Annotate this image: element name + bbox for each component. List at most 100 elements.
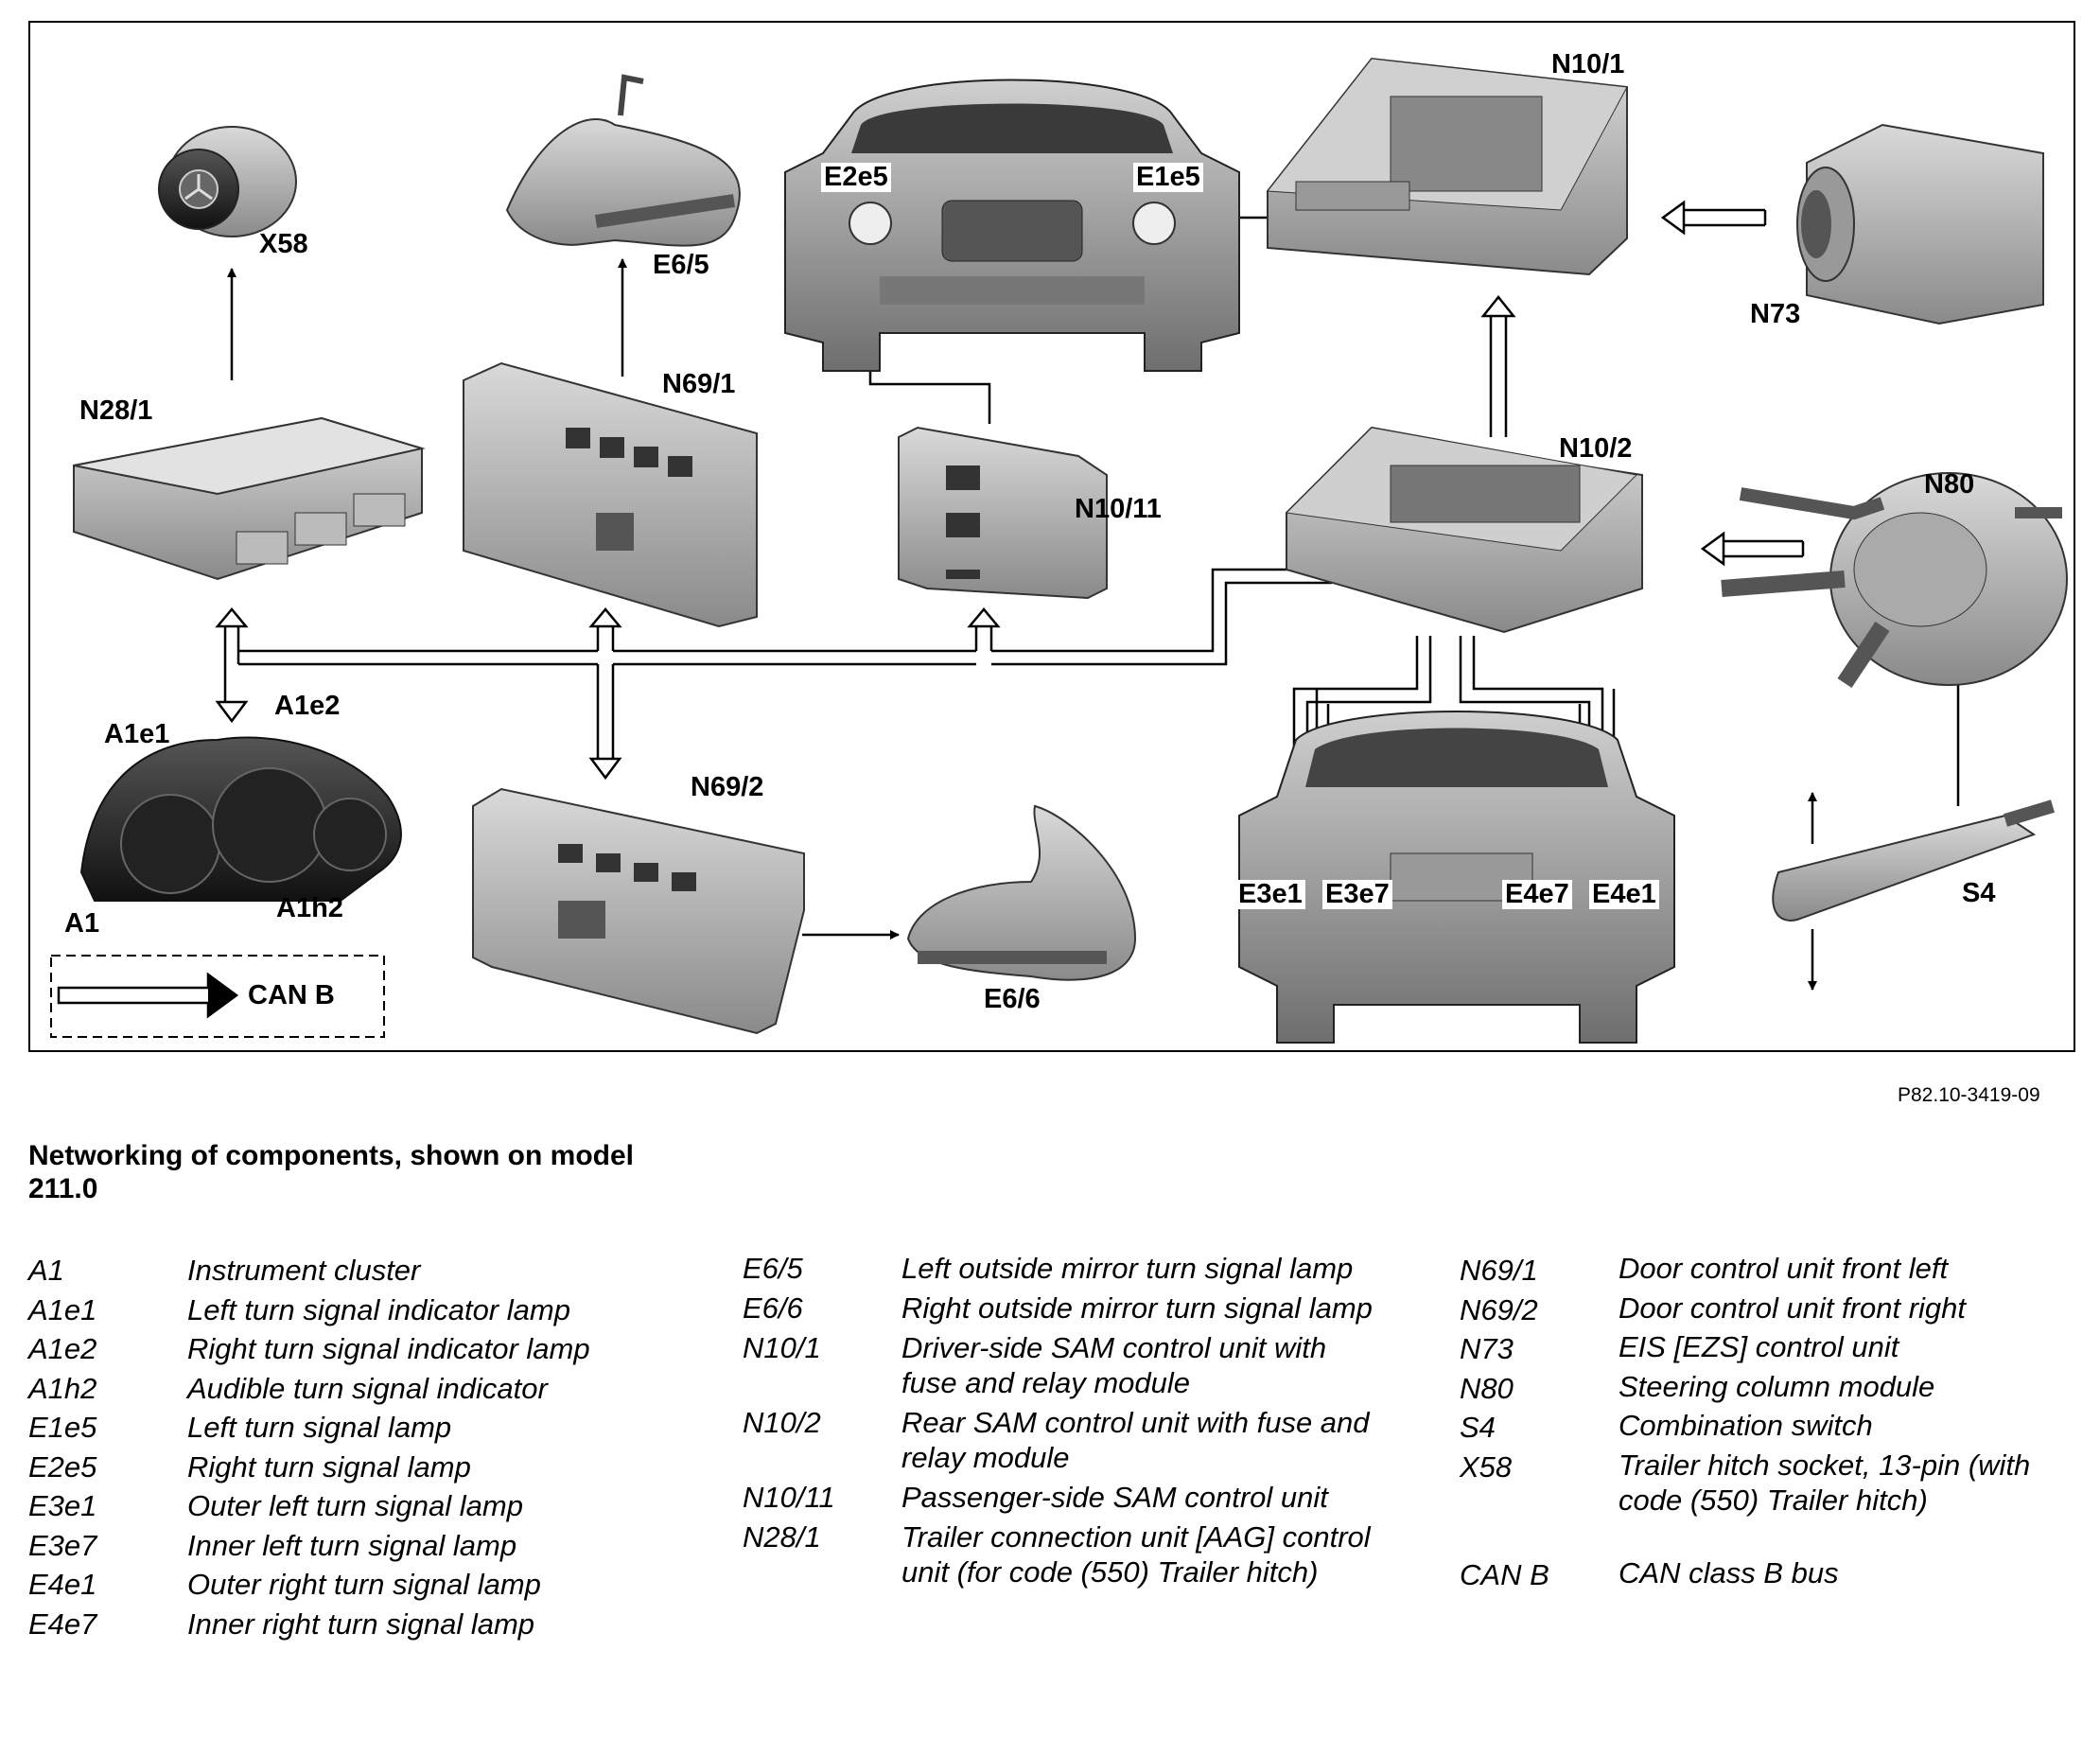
legend-code: E1e5 bbox=[28, 1411, 97, 1444]
legend-description: Right outside mirror turn signal lamp bbox=[901, 1291, 1373, 1325]
x58-trailer-socket-illustration bbox=[158, 126, 297, 237]
legend-code: N80 bbox=[1460, 1371, 1514, 1405]
legend-code: A1e1 bbox=[28, 1292, 97, 1326]
legend-row: N80 Steering column module bbox=[1460, 1369, 2084, 1409]
legend-description: Outer right turn signal lamp bbox=[187, 1568, 541, 1601]
legend-row: N28/1 Trailer connection unit [AAG] contr… bbox=[743, 1519, 1386, 1589]
legend-code: E3e7 bbox=[28, 1528, 97, 1562]
label-a1e2: A1e2 bbox=[274, 691, 341, 721]
legend-description: Instrument cluster bbox=[187, 1254, 421, 1287]
network-diagram bbox=[50, 57, 2068, 1044]
label-e3e1: E3e1 bbox=[1235, 880, 1305, 909]
label-e1e5: E1e5 bbox=[1133, 163, 1203, 192]
legend-code: CAN B bbox=[1460, 1557, 1549, 1591]
legend-code: E2e5 bbox=[28, 1449, 97, 1484]
n69-2-module-illustration bbox=[472, 787, 805, 1035]
legend-row: E3e7 Inner left turn signal lamp bbox=[28, 1526, 691, 1566]
legend-row: A1 Instrument cluster bbox=[28, 1251, 691, 1291]
legend-row: E4e1 Outer right turn signal lamp bbox=[28, 1565, 691, 1605]
legend-row: A1h2 Audible turn signal indicator bbox=[28, 1369, 691, 1409]
legend-description: Right turn signal indicator lamp bbox=[187, 1332, 590, 1365]
legend-description: Inner left turn signal lamp bbox=[187, 1528, 517, 1562]
legend-row: E2e5 Right turn signal lamp bbox=[28, 1448, 691, 1487]
e6-5-mirror-illustration bbox=[505, 74, 741, 247]
legend-description: EIS [EZS] control unit bbox=[1619, 1330, 1899, 1363]
legend-code: S4 bbox=[1460, 1411, 1496, 1444]
legend-code: N28/1 bbox=[743, 1520, 821, 1554]
legend-row: E6/6 Right outside mirror turn signal lam… bbox=[743, 1291, 1386, 1326]
legend-code: N10/1 bbox=[743, 1331, 821, 1364]
legend-description: Left turn signal lamp bbox=[187, 1411, 452, 1444]
label-s4: S4 bbox=[1962, 878, 1996, 908]
a1-cluster-illustration bbox=[79, 736, 402, 902]
label-n10-1: N10/1 bbox=[1551, 49, 1625, 79]
legend-description: Right turn signal lamp bbox=[187, 1449, 471, 1484]
label-x58: X58 bbox=[259, 229, 308, 259]
legend-row: N10/11 Passenger-side SAM control unit bbox=[743, 1480, 1386, 1515]
legend-code: X58 bbox=[1460, 1449, 1513, 1484]
label-a1: A1 bbox=[64, 908, 100, 939]
legend-row: S4 Combination switch bbox=[1460, 1408, 2084, 1448]
legend-code: A1h2 bbox=[28, 1371, 97, 1405]
legend-row: X58 Trailer hitch socket, 13-pin (with co… bbox=[1460, 1448, 2084, 1518]
legend-row: A1e2 Right turn signal indicator lamp bbox=[28, 1329, 691, 1369]
legend-description: Door control unit front right bbox=[1619, 1291, 1967, 1325]
label-a1e1: A1e1 bbox=[104, 719, 170, 749]
label-e4e7: E4e7 bbox=[1502, 880, 1572, 909]
n10-1-module-illustration bbox=[1267, 57, 1628, 276]
legend-code: E6/6 bbox=[743, 1291, 803, 1325]
label-n80: N80 bbox=[1924, 469, 1975, 500]
can-b-key bbox=[50, 955, 385, 1038]
legend-description: Outer left turn signal lamp bbox=[187, 1489, 523, 1522]
legend-row: E1e5 Left turn signal lamp bbox=[28, 1408, 691, 1448]
legend-description: Left turn signal indicator lamp bbox=[187, 1292, 570, 1326]
label-n10-11: N10/11 bbox=[1075, 494, 1162, 524]
legend-row: N10/2 Rear SAM control unit with fuse and… bbox=[743, 1405, 1386, 1475]
legend-description: Trailer connection unit [AAG] control un… bbox=[901, 1520, 1371, 1589]
legend-code: N10/11 bbox=[743, 1481, 835, 1514]
legend-description: Passenger-side SAM control unit bbox=[901, 1481, 1328, 1514]
legend-description: Door control unit front left bbox=[1619, 1252, 1949, 1285]
legend-description: Audible turn signal indicator bbox=[187, 1371, 548, 1405]
legend-description: Steering column module bbox=[1619, 1369, 1935, 1403]
legend-row-can-b: CAN B CAN class B bus bbox=[1460, 1555, 2084, 1595]
legend-description: Driver-side SAM control unit with fuse a… bbox=[901, 1331, 1327, 1399]
legend-code: E6/5 bbox=[743, 1252, 803, 1285]
legend-description: Trailer hitch socket, 13-pin (with code … bbox=[1619, 1448, 2031, 1517]
label-n10-2: N10/2 bbox=[1559, 433, 1633, 464]
label-e6-5: E6/5 bbox=[653, 250, 709, 280]
legend-description: Combination switch bbox=[1619, 1409, 1873, 1442]
legend-description: Inner right turn signal lamp bbox=[187, 1607, 535, 1641]
n28-1-module-illustration bbox=[73, 416, 426, 581]
figure-caption: Networking of components, shown on model… bbox=[28, 1140, 635, 1205]
n10-2-module-illustration bbox=[1285, 426, 1643, 634]
legend-description: CAN class B bus bbox=[1619, 1555, 1839, 1589]
legend-row: A1e1 Left turn signal indicator lamp bbox=[28, 1291, 691, 1330]
legend-code: N69/1 bbox=[1460, 1254, 1538, 1287]
legend-code: A1 bbox=[28, 1254, 64, 1287]
legend-code: N10/2 bbox=[743, 1406, 821, 1439]
legend-spacer bbox=[1460, 1518, 2084, 1555]
legend-code: A1e2 bbox=[28, 1332, 97, 1365]
legend-row: N69/1 Door control unit front left bbox=[1460, 1251, 2084, 1291]
label-e4e1: E4e1 bbox=[1589, 880, 1659, 909]
front-car-illustration bbox=[784, 79, 1240, 372]
legend-code: E4e1 bbox=[28, 1568, 97, 1601]
legend-description: Rear SAM control unit with fuse and rela… bbox=[901, 1406, 1370, 1474]
n80-steering-module-illustration bbox=[1721, 472, 2068, 688]
rear-car-illustration bbox=[1238, 711, 1675, 1044]
reference-code: P82.10-3419-09 bbox=[1898, 1084, 2040, 1106]
legend-row: N73 EIS [EZS] control unit bbox=[1460, 1329, 2084, 1369]
label-a1h2: A1h2 bbox=[276, 893, 343, 923]
legend-code: N73 bbox=[1460, 1332, 1514, 1365]
label-n73: N73 bbox=[1750, 299, 1801, 329]
label-n69-1: N69/1 bbox=[662, 369, 736, 399]
n73-eis-illustration bbox=[1796, 123, 2044, 325]
n69-1-module-illustration bbox=[463, 361, 758, 628]
